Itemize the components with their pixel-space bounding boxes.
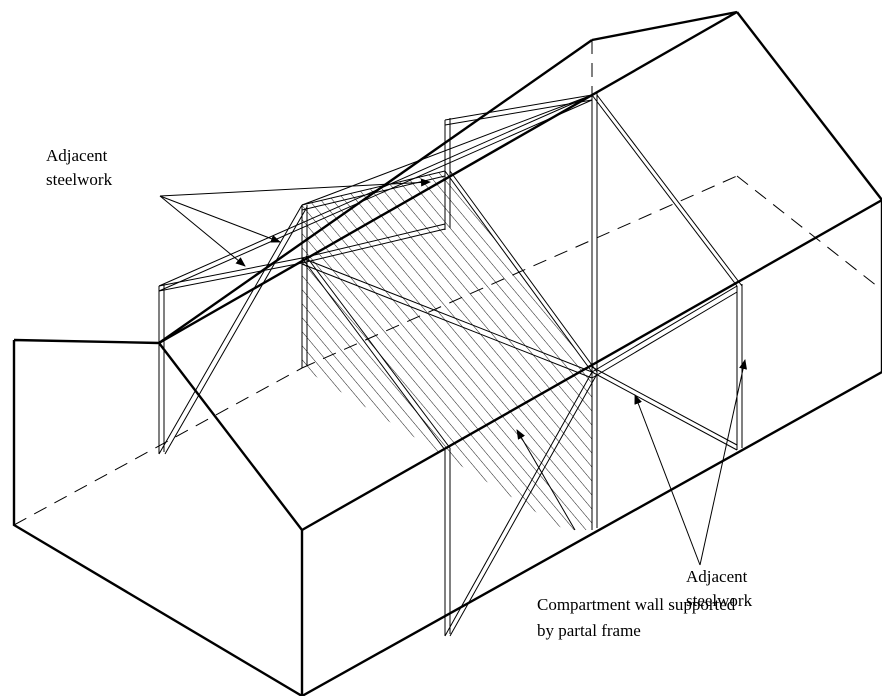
portal-frames <box>158 93 743 636</box>
label-compartment-line2: by partal frame <box>537 621 641 640</box>
label-adjacent-steelwork-right: Adjacent steelwork <box>686 567 753 610</box>
label-adjacent-top-line2: steelwork <box>46 170 113 189</box>
compartment-wall-hatch <box>302 171 592 530</box>
label-adjacent-steelwork-top: Adjacent steelwork <box>46 146 113 189</box>
building-outline <box>12 10 882 696</box>
label-compartment-line1: Compartment wall supported <box>537 595 736 614</box>
hidden-edges <box>13 40 882 526</box>
label-adjacent-right-line2: steelwork <box>686 591 753 610</box>
bracing <box>158 204 738 637</box>
label-adjacent-top-line1: Adjacent <box>46 146 108 165</box>
label-compartment-wall: Compartment wall supported by partal fra… <box>537 595 740 640</box>
leader-lines <box>159 178 747 566</box>
label-adjacent-right-line1: Adjacent <box>686 567 748 586</box>
